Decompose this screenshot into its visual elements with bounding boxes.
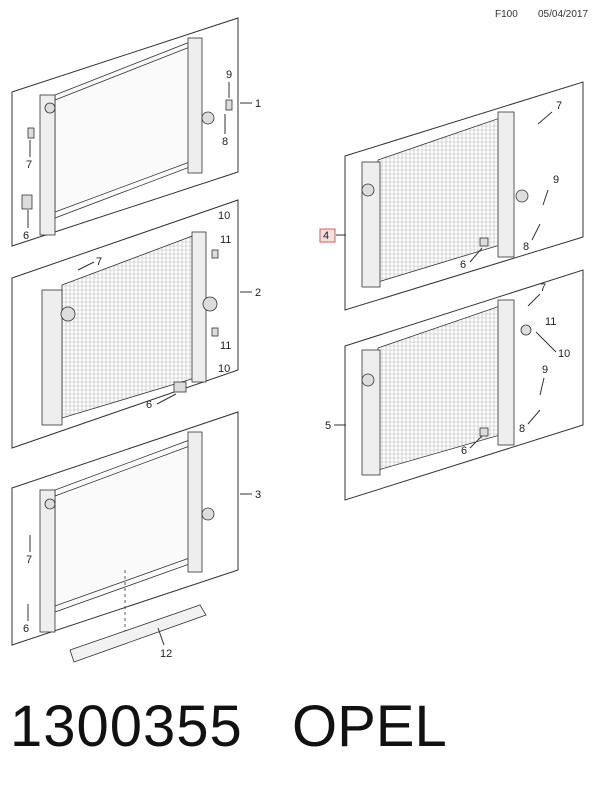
callout-3: 3 bbox=[255, 489, 261, 501]
callout-4: 4 bbox=[323, 230, 329, 242]
callout-2-10b: 10 bbox=[218, 363, 230, 375]
callout-1-7: 7 bbox=[26, 159, 32, 171]
diagram-date: 05/04/2017 bbox=[538, 9, 589, 20]
panel-1-frame bbox=[11, 17, 239, 247]
callout-5-9: 9 bbox=[542, 364, 548, 376]
callout-5-10: 10 bbox=[558, 348, 570, 360]
callout-2-7: 7 bbox=[96, 256, 102, 268]
radiator-2 bbox=[41, 231, 219, 426]
callout-5-8: 8 bbox=[519, 423, 525, 435]
radiator-5 bbox=[361, 299, 532, 476]
callout-3-12: 12 bbox=[160, 648, 172, 660]
diagram-code: F100 bbox=[495, 9, 518, 20]
panel-2-frame bbox=[11, 199, 239, 449]
panel-4-frame bbox=[344, 81, 584, 311]
callout-4-7: 7 bbox=[556, 100, 562, 112]
callout-2-10a: 10 bbox=[218, 210, 230, 222]
callout-5-7: 7 bbox=[540, 282, 546, 294]
callout-4-9: 9 bbox=[553, 174, 559, 186]
callout-2-11b: 11 bbox=[220, 340, 231, 352]
radiator-1 bbox=[21, 37, 233, 236]
panel-4: 4 7 9 8 6 bbox=[319, 81, 584, 311]
callout-4-6: 6 bbox=[460, 259, 466, 271]
panel-5-frame bbox=[344, 269, 584, 501]
radiator-4 bbox=[361, 111, 529, 288]
panel-2: 2 10 11 7 11 10 6 bbox=[11, 199, 261, 449]
panel-1: 1 9 8 7 6 bbox=[11, 17, 261, 247]
callout-2-6: 6 bbox=[146, 399, 152, 411]
callout-1-6: 6 bbox=[23, 230, 29, 242]
callout-2-11a: 11 bbox=[220, 234, 231, 246]
panel-3: 3 7 6 12 bbox=[11, 411, 261, 663]
callout-5-6: 6 bbox=[461, 445, 467, 457]
callout-1-9: 9 bbox=[226, 69, 232, 81]
callout-4-highlight bbox=[319, 228, 336, 243]
panel-3-frame bbox=[11, 411, 239, 646]
callout-5: 5 bbox=[325, 420, 331, 432]
callout-2: 2 bbox=[255, 287, 261, 299]
parts-diagram: 1 9 8 7 6 2 10 11 7 11 10 6 bbox=[11, 17, 584, 663]
callout-1-8: 8 bbox=[222, 136, 228, 148]
brand-name: OPEL bbox=[292, 694, 447, 759]
callout-3-6: 6 bbox=[23, 623, 29, 635]
panel-5: 5 7 11 10 9 8 6 bbox=[325, 269, 584, 501]
radiator-3 bbox=[39, 431, 215, 663]
callout-3-7: 7 bbox=[26, 554, 32, 566]
part-number: 1300355 bbox=[10, 694, 243, 759]
callout-4-8: 8 bbox=[523, 241, 529, 253]
callout-5-11: 11 bbox=[545, 316, 556, 328]
callout-1: 1 bbox=[255, 98, 261, 110]
